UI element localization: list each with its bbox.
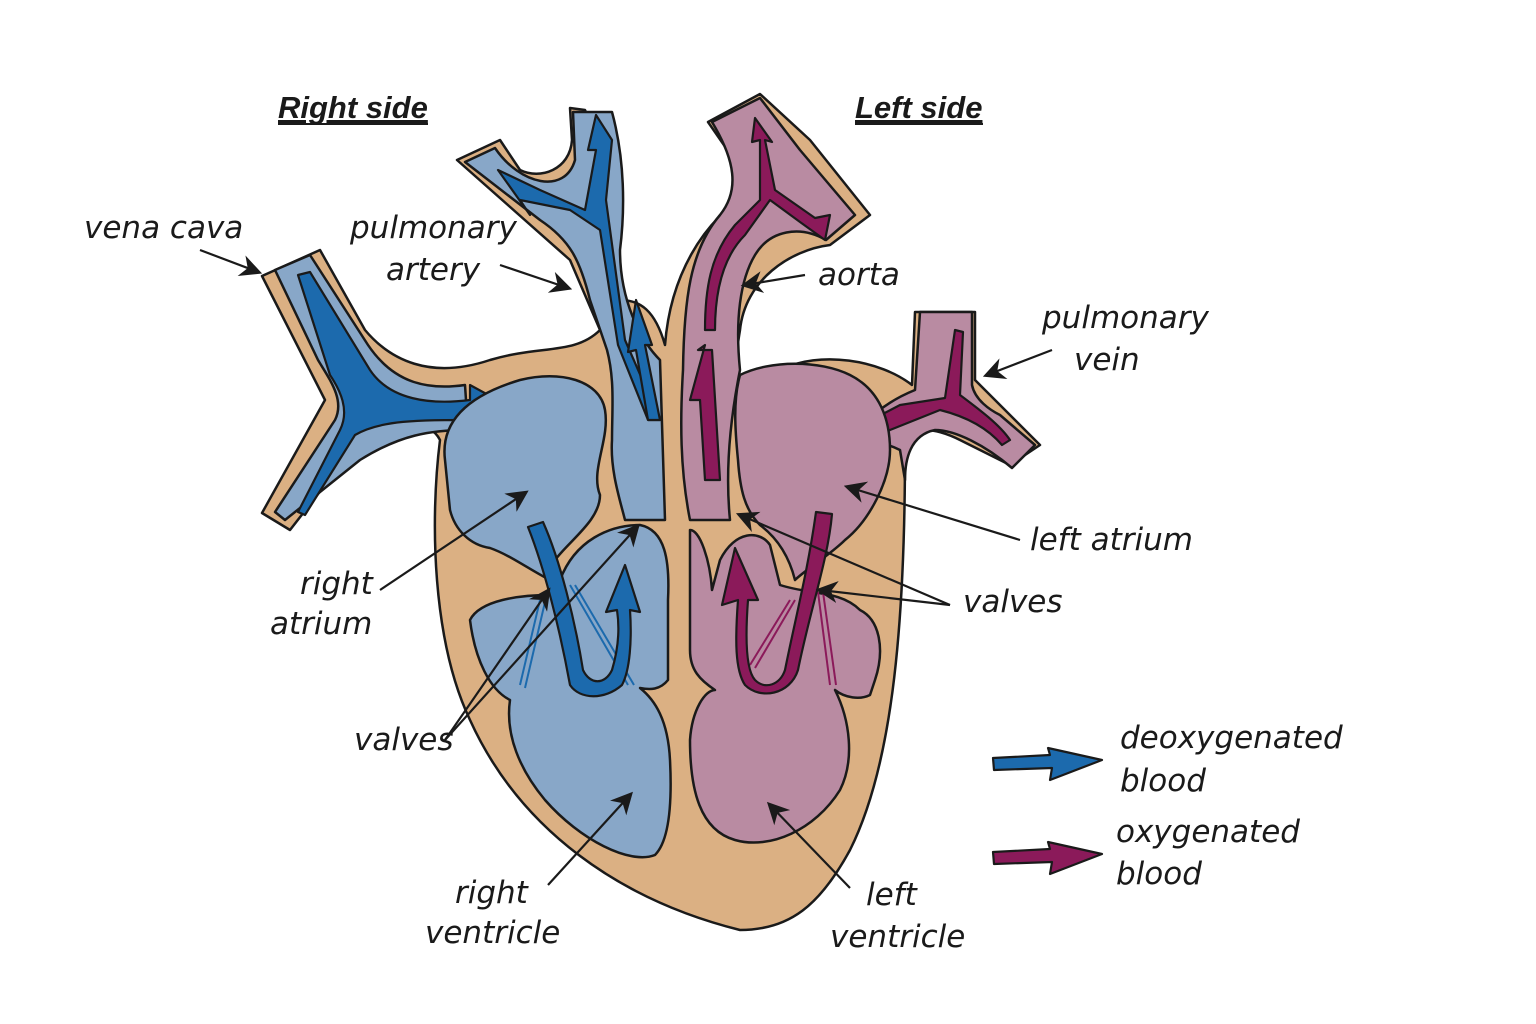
pointer-aorta <box>740 271 806 293</box>
label-left-atrium: left atrium <box>1030 522 1193 558</box>
label-left-ventricle-line2: ventricle <box>830 919 965 955</box>
pulmonary-artery-vessel <box>463 110 667 522</box>
left-up-arrow <box>720 510 834 695</box>
label-pulmonary-vein-line1: pulmonary <box>1041 300 1209 336</box>
pointer-vena-cava <box>199 248 263 277</box>
label-pulmonary-vein-line2: vein <box>1074 342 1140 378</box>
label-left-ventricle-line1: left <box>866 877 919 913</box>
legend-item-oxygenated: oxygenated blood <box>991 814 1300 892</box>
pointer-valves-left-1 <box>735 511 951 607</box>
left-valve-tendons <box>749 591 837 686</box>
pointer-pulmonary-artery <box>499 263 573 293</box>
legend-oxygenated-arrow-icon <box>991 840 1104 876</box>
label-right-atrium-line2: atrium <box>270 606 372 642</box>
pointer-valves-left-2 <box>815 581 951 607</box>
label-valves-left: valves <box>963 584 1063 620</box>
right-atrium-chamber <box>443 375 608 582</box>
heading-left-side: Left side <box>855 90 982 125</box>
pointer-left-atrium <box>843 481 1021 542</box>
legend-deoxygenated-line2: blood <box>1120 763 1206 799</box>
label-right-ventricle-line1: right <box>455 875 530 911</box>
label-vena-cava: vena cava <box>84 210 243 246</box>
pointer-valves-right-2 <box>444 523 640 741</box>
pointer-right-ventricle <box>547 791 633 886</box>
pointer-right-atrium <box>379 490 529 591</box>
legend-deoxygenated-arrow-icon <box>991 746 1104 782</box>
left-atrium-chamber <box>734 362 892 582</box>
legend-oxygenated-line2: blood <box>1116 856 1202 892</box>
label-valves-right: valves <box>354 722 454 758</box>
label-pulmonary-artery-line1: pulmonary <box>349 210 517 246</box>
pointer-pulmonary-vein <box>982 348 1053 379</box>
legend-oxygenated-line1: oxygenated <box>1116 814 1300 850</box>
legend-item-deoxygenated: deoxygenated blood <box>991 720 1343 799</box>
legend: deoxygenated blood oxygenated blood <box>991 720 1343 892</box>
right-u-arrow <box>526 520 642 698</box>
label-aorta: aorta <box>818 257 900 293</box>
label-pulmonary-artery-line2: artery <box>386 252 481 288</box>
pointer-lines <box>199 248 1053 889</box>
label-right-atrium-line1: right <box>300 566 375 602</box>
heading-right-side: Right side <box>278 90 428 125</box>
pointer-left-ventricle <box>766 801 851 889</box>
pointer-valves-right-1 <box>444 587 551 741</box>
aorta-vessel <box>680 96 857 522</box>
legend-deoxygenated-line1: deoxygenated <box>1120 720 1343 756</box>
label-right-ventricle-line2: ventricle <box>425 915 560 951</box>
